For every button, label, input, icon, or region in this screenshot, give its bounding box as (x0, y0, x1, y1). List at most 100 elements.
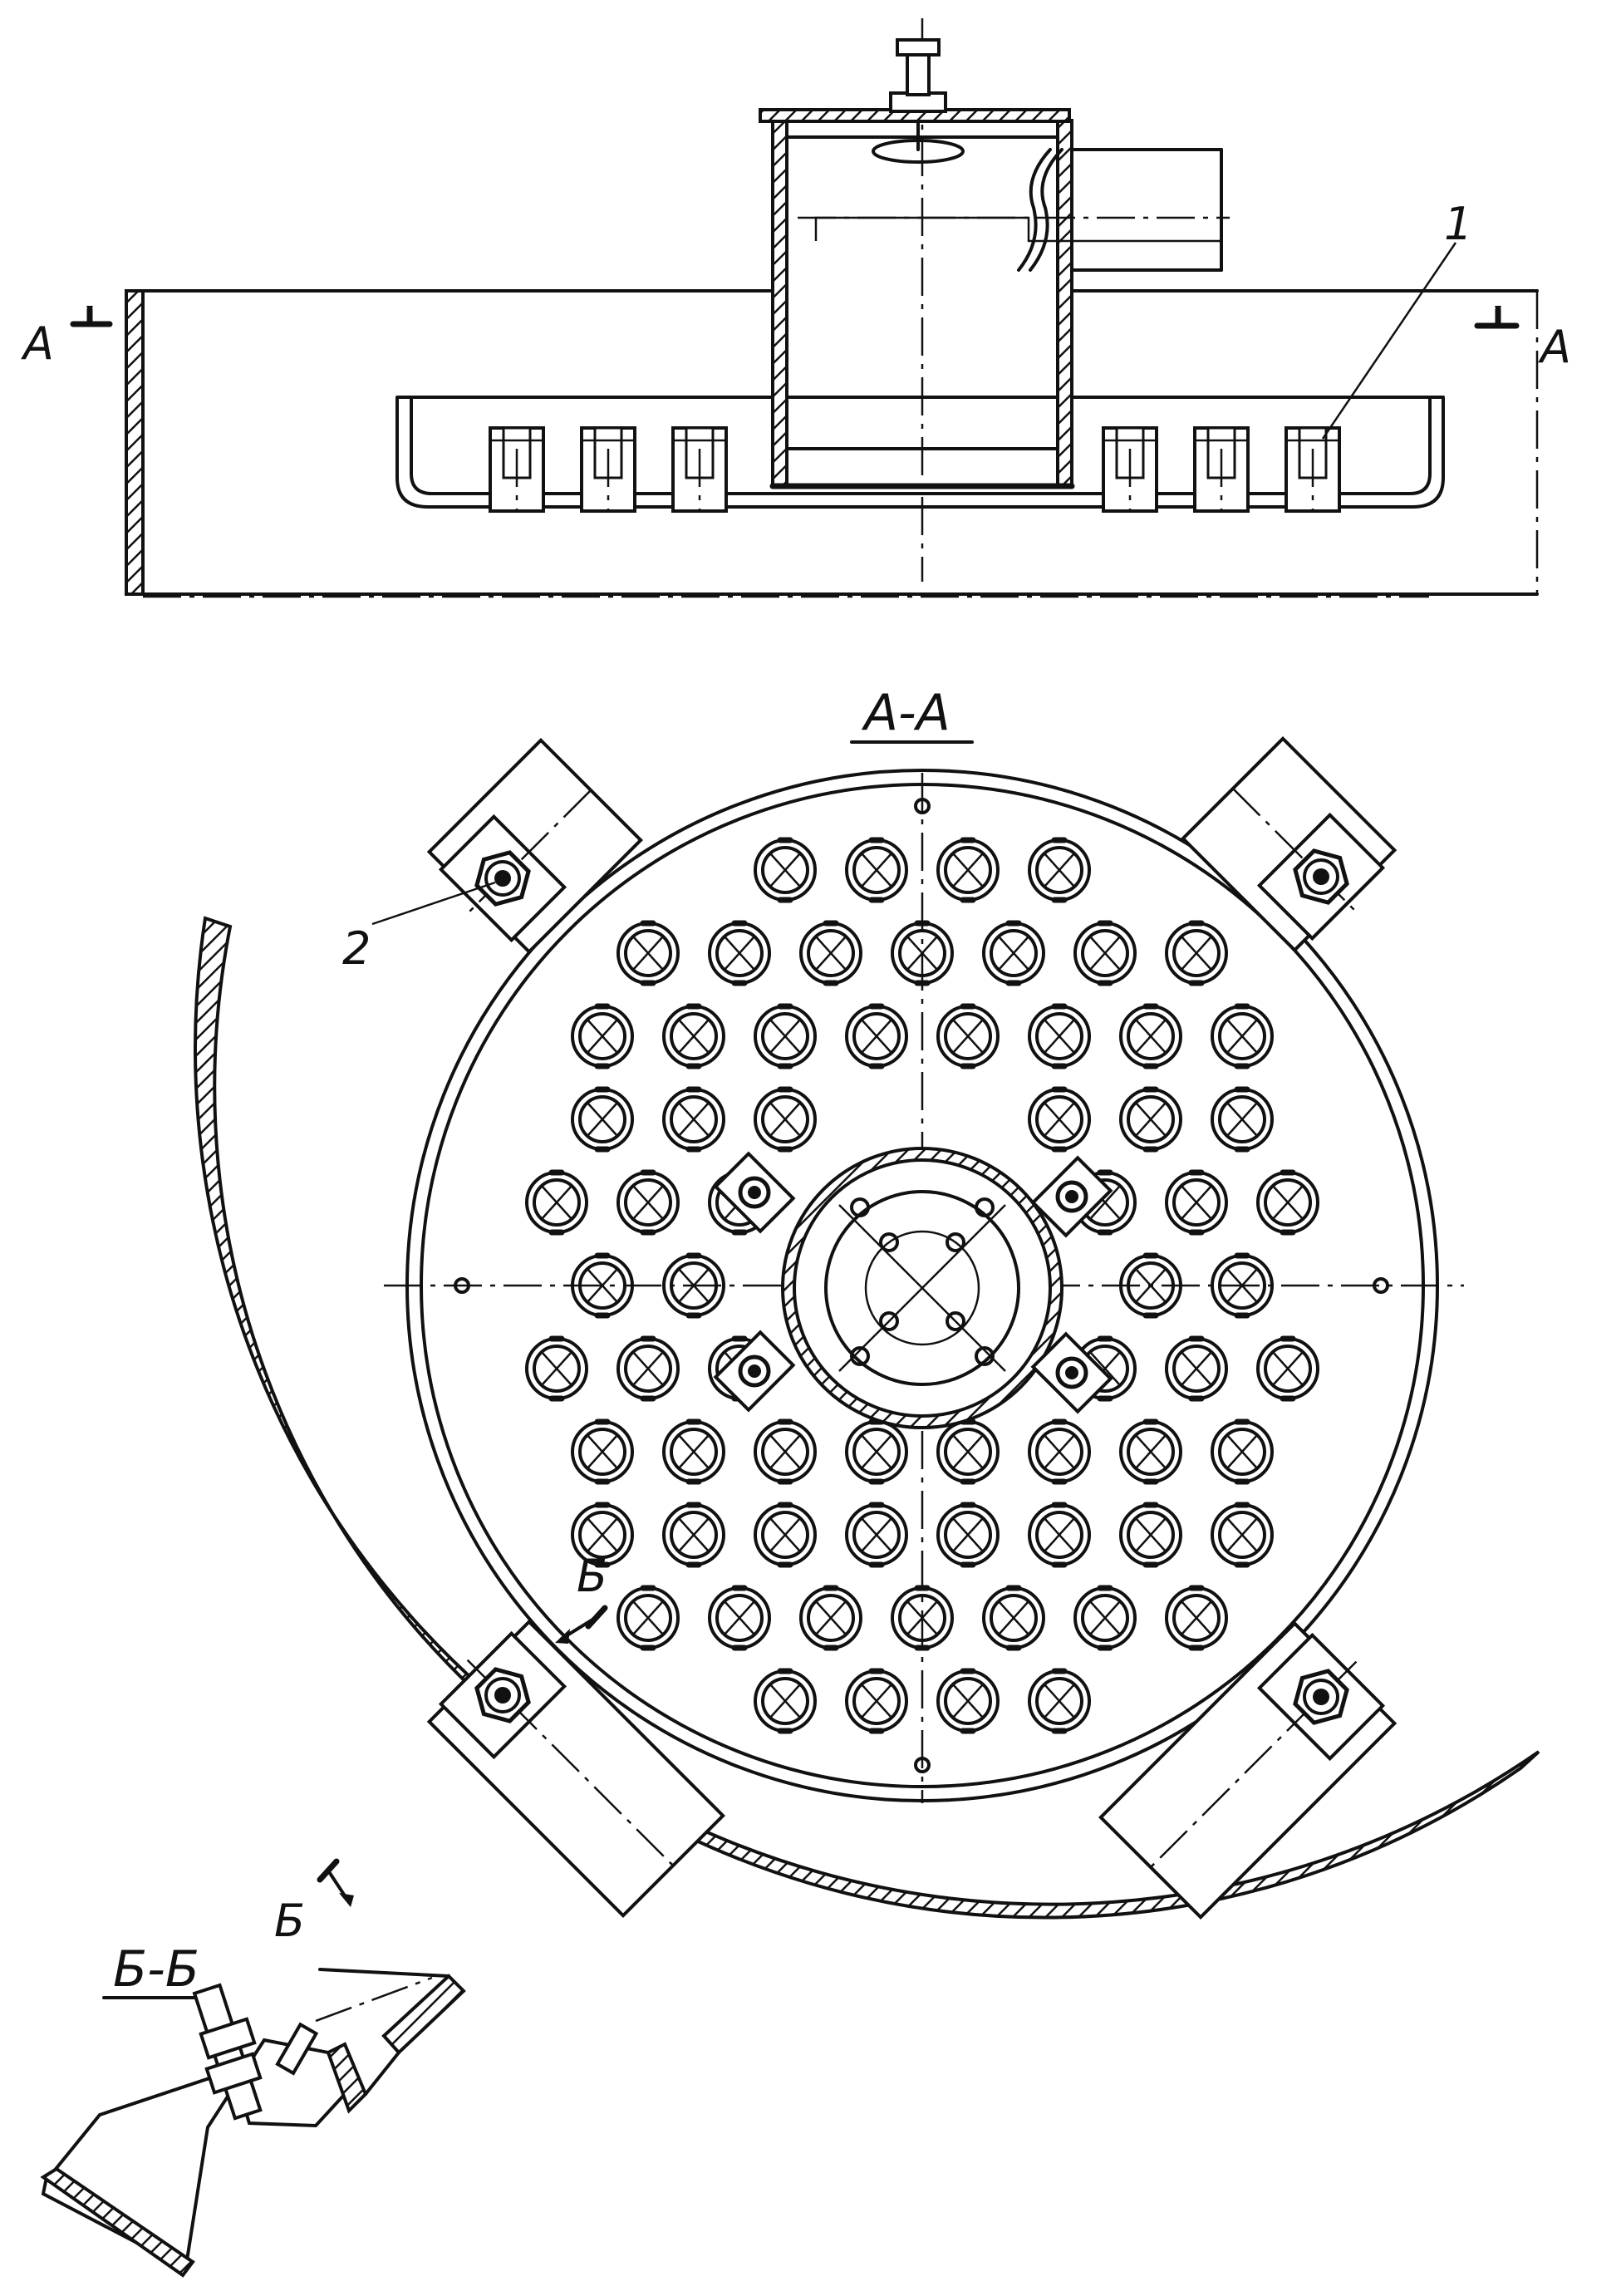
bubble-cap (1211, 1003, 1274, 1069)
bubble-cap (571, 1086, 634, 1153)
detail-wall-piece-2 (381, 1974, 466, 2055)
bracket-plate (40, 2166, 195, 2278)
vertical-section-view: А А 1 (21, 18, 1571, 598)
downcomer-lugs (713, 1151, 1113, 1414)
detail-section-bb: Б-Б (40, 1940, 466, 2278)
bubble-cap (571, 1252, 634, 1319)
bubble-cap (1211, 1086, 1274, 1153)
bubble-cap (1211, 1502, 1274, 1568)
support-bracket (1098, 1620, 1397, 1920)
bubble-cap (1073, 1585, 1137, 1651)
vessel-wall-left (125, 289, 145, 596)
tray-pan-inner (410, 396, 1432, 495)
central-downcomer (769, 119, 1075, 489)
bubble-cap (1256, 1335, 1319, 1402)
bubble-cap (754, 1086, 817, 1153)
callout-2-leader (371, 881, 496, 926)
section-b-mark-upper: Б (577, 1550, 607, 1602)
bubble-cap (1211, 1252, 1274, 1319)
section-cut-mark-right (1474, 306, 1520, 329)
section-bubble-cap (1193, 426, 1250, 513)
bubble-cap (936, 1418, 1000, 1485)
bubble-cap (845, 1502, 908, 1568)
section-bubble-cap (1102, 426, 1158, 513)
vessel-shell-arc (194, 916, 1540, 1920)
bubble-cap (1119, 1502, 1182, 1568)
tray-support-brackets (426, 736, 1397, 1920)
bubble-cap (662, 1418, 725, 1485)
bubble-cap (754, 1502, 817, 1568)
bubble-cap (982, 920, 1045, 986)
bubble-cap (571, 1418, 634, 1485)
callout-1-leader (1321, 242, 1457, 440)
bubble-cap (1073, 1335, 1137, 1402)
plan-bubble-cap-grid (525, 837, 1319, 1734)
section-mark-right: А (1538, 321, 1571, 373)
bubble-cap (982, 1585, 1045, 1651)
bubble-cap (1211, 1418, 1274, 1485)
downcomer-lug (1030, 1331, 1113, 1414)
bubble-cap (1028, 1418, 1091, 1485)
bubble-cap (845, 837, 908, 903)
section-bubble-cap (671, 426, 728, 513)
bubble-cap (936, 1003, 1000, 1069)
bubble-cap (662, 1502, 725, 1568)
bubble-cap (571, 1502, 634, 1568)
bubble-cap (1165, 1585, 1228, 1651)
bubble-cap (1256, 1169, 1319, 1236)
section-b-cut-mark-lower (317, 1858, 354, 1907)
central-downcomer-plan (781, 1147, 1063, 1429)
bubble-cap (1165, 1169, 1228, 1236)
bubble-cap (708, 1585, 771, 1651)
bubble-cap (754, 837, 817, 903)
section-b-cut-mark-upper (555, 1605, 608, 1644)
downcomer-lug (713, 1151, 796, 1234)
bubble-cap (662, 1086, 725, 1153)
downcomer-lug (1030, 1155, 1113, 1238)
bubble-cap (1119, 1418, 1182, 1485)
bubble-cap (1028, 1502, 1091, 1568)
bubble-cap (616, 1169, 680, 1236)
callout-1: 1 (1444, 198, 1472, 250)
downcomer-lug (713, 1330, 796, 1413)
bubble-cap (1028, 837, 1091, 903)
cover-plate-with-bolt (759, 38, 1071, 164)
bubble-cap (1073, 920, 1137, 986)
plan-view-aa: А-А (194, 684, 1540, 1947)
bubble-cap (754, 1668, 817, 1734)
section-bb-title: Б-Б (113, 1940, 199, 1999)
bubble-cap (799, 1585, 862, 1651)
bubble-cap (1119, 1003, 1182, 1069)
bubble-cap (936, 1502, 1000, 1568)
bubble-cap (936, 1668, 1000, 1734)
section-bubble-cap (489, 426, 545, 513)
bubble-cap (1028, 1086, 1091, 1153)
bubble-cap (616, 1335, 680, 1402)
section-aa-title: А-А (861, 684, 950, 742)
support-bracket (1181, 736, 1397, 953)
bubble-cap (525, 1335, 588, 1402)
bubble-cap (1119, 1252, 1182, 1319)
bubble-cap (1165, 920, 1228, 986)
bubble-cap (754, 1003, 817, 1069)
bubble-cap (1119, 1086, 1182, 1153)
bubble-cap (845, 1668, 908, 1734)
bubble-cap (891, 920, 954, 986)
detail-bolt-assembly (192, 1976, 433, 2121)
bubble-cap (891, 1585, 954, 1651)
bubble-cap (754, 1418, 817, 1485)
bubble-cap (799, 920, 862, 986)
bubble-cap (845, 1418, 908, 1485)
tray-pan-outer (395, 396, 1445, 509)
support-bracket (426, 1619, 725, 1918)
bubble-cap (662, 1003, 725, 1069)
section-cut-mark-left (70, 306, 113, 327)
bubble-cap (1165, 1335, 1228, 1402)
bubble-cap (662, 1252, 725, 1319)
section-b-mark-lower: Б (274, 1895, 305, 1947)
bubble-cap (708, 920, 771, 986)
bubble-cap (616, 920, 680, 986)
outlet-pipe (798, 148, 1230, 272)
axis-dowel-marks (454, 798, 1389, 1773)
